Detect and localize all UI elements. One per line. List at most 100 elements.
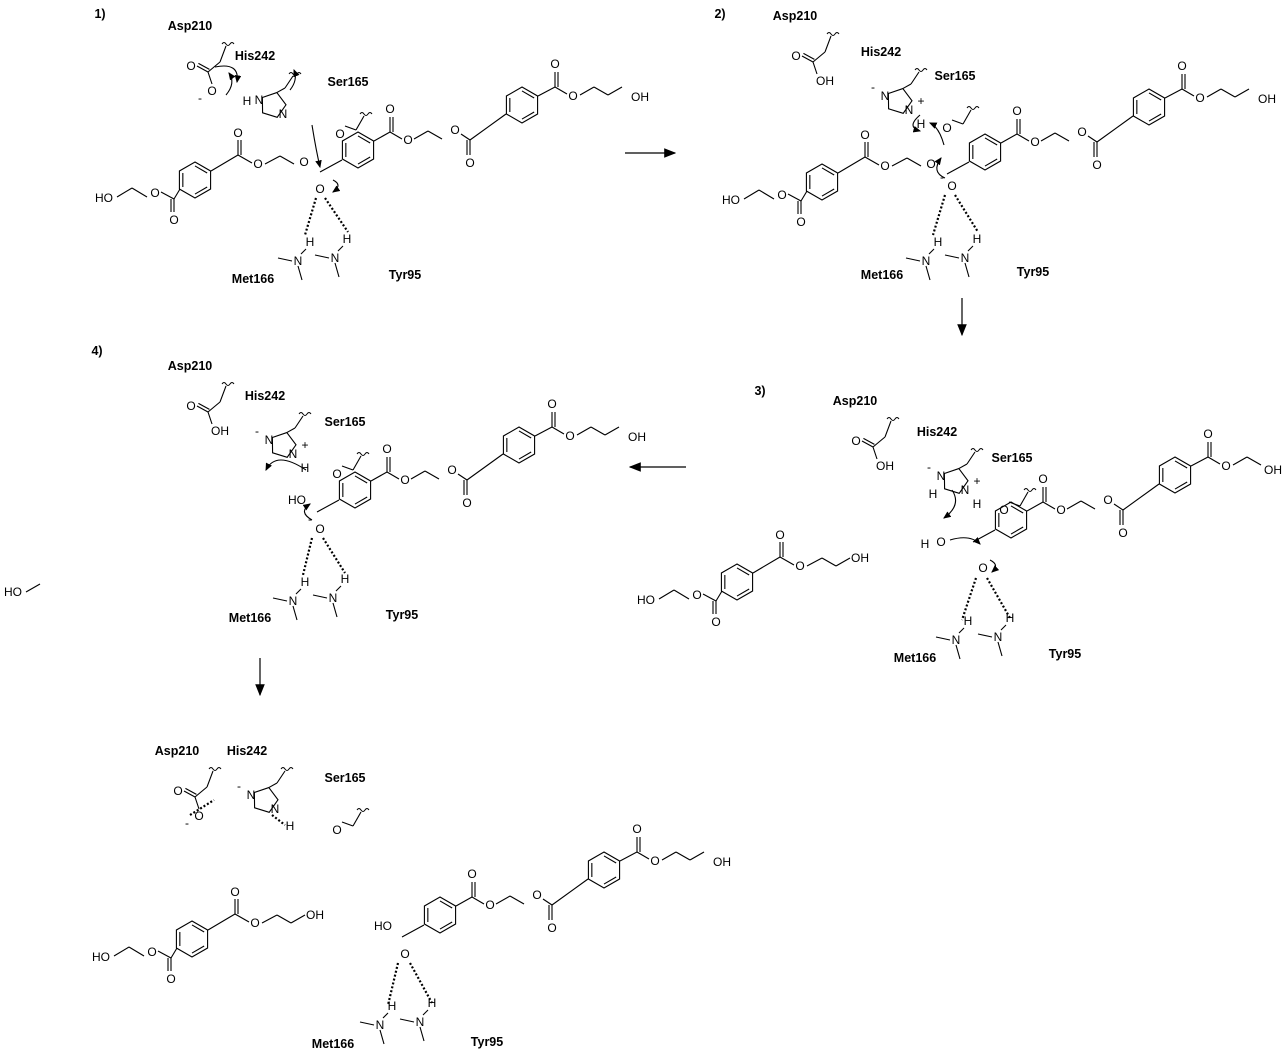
atom-label: O: [1177, 59, 1186, 73]
bond: [1190, 456, 1209, 467]
bond: [1113, 503, 1124, 511]
bond: [297, 265, 303, 281]
ser-o: O: [999, 503, 1008, 517]
bond: [419, 1026, 425, 1042]
atom-label: O: [230, 885, 239, 899]
atom-label: O: [547, 921, 556, 935]
bond: [758, 189, 775, 200]
hydrogen-bond: [303, 197, 318, 236]
bond: [1207, 456, 1221, 465]
bond: [292, 605, 298, 621]
bond: [379, 1029, 385, 1045]
bond: [401, 924, 425, 938]
bond: [658, 589, 675, 600]
atom-label: O: [851, 434, 860, 448]
electron-push-arrow: [225, 72, 236, 96]
residue-label-ser165: Ser165: [324, 771, 365, 785]
bond: [576, 426, 592, 436]
bond: [279, 155, 295, 165]
oxyanion-o: O: [947, 179, 956, 193]
aromatic-bond: [603, 855, 617, 864]
bond: [1000, 624, 1007, 631]
bond: [410, 470, 426, 480]
bond: [551, 426, 565, 435]
residue-label-tyr: Tyr95: [386, 608, 418, 622]
tyr-n: N: [331, 251, 340, 265]
met-h: H: [388, 999, 397, 1013]
ser-h: H: [286, 819, 295, 833]
met-h: H: [934, 235, 943, 249]
bond: [334, 262, 340, 278]
bond: [534, 426, 553, 437]
bond: [341, 465, 354, 471]
atom-label: O: [400, 473, 409, 487]
electron-push-arrow: [928, 122, 945, 146]
residue-label-tyr: Tyr95: [1017, 265, 1049, 279]
bond: [272, 597, 288, 602]
atom-label: O: [650, 854, 659, 868]
bond: [619, 851, 638, 862]
residue-label-ser165: Ser165: [324, 415, 365, 429]
bond: [427, 130, 443, 140]
residue-label-his242: His242: [917, 425, 957, 439]
wavy-bond: [356, 452, 370, 456]
aromatic-bond: [194, 165, 208, 174]
bond: [542, 898, 553, 906]
bond: [261, 914, 278, 924]
bond: [206, 770, 214, 788]
bond: [277, 257, 293, 262]
atom-label: O: [207, 84, 216, 98]
residue-label-tyr: Tyr95: [389, 268, 421, 282]
his-h: H: [301, 461, 310, 475]
atom-label: O: [1077, 125, 1086, 139]
bond: [300, 248, 307, 255]
benzene-ring: [341, 131, 375, 169]
bond: [207, 913, 236, 931]
charge-minus: -: [927, 460, 931, 474]
atom-label: O: [532, 888, 541, 902]
bond: [1246, 456, 1262, 466]
bond: [219, 45, 227, 63]
bond: [661, 851, 677, 861]
bond: [958, 627, 965, 634]
bond: [210, 154, 239, 172]
ser-o: O: [335, 127, 344, 141]
bond: [1234, 88, 1250, 98]
electron-push-arrow: [311, 124, 322, 169]
bond: [673, 589, 690, 600]
hydrogen-bond: [322, 537, 346, 574]
bond: [689, 851, 705, 861]
bond: [509, 895, 525, 905]
bond: [194, 796, 200, 810]
met-h: H: [964, 614, 973, 628]
aromatic-bond: [521, 111, 535, 120]
atom-label: O: [169, 213, 178, 227]
benzene-ring: [505, 86, 539, 124]
imidazole-ring: [887, 87, 913, 114]
carboxylic-acid-oh: HO: [374, 919, 392, 933]
bond: [131, 187, 148, 198]
bond: [1000, 133, 1018, 144]
wavy-bond: [221, 42, 235, 46]
his-n1: N: [937, 469, 946, 483]
carbonyl-o: O: [400, 947, 409, 961]
hydrogen-bond: [960, 577, 978, 621]
bond: [743, 189, 760, 200]
electron-push-arrow: [934, 157, 946, 179]
bond: [636, 851, 650, 860]
residue-label-asp210: Asp210: [168, 359, 213, 373]
met-n: N: [922, 254, 931, 268]
benzene-ring: [587, 851, 621, 889]
bond: [128, 946, 145, 957]
aromatic-bond: [821, 188, 835, 197]
wavy-bond: [356, 808, 370, 812]
tyr-n: N: [961, 251, 970, 265]
double-bond: [185, 787, 197, 795]
bond: [812, 61, 818, 75]
atom-label: HO: [637, 593, 655, 607]
double-bond: [863, 437, 875, 445]
residue-label-met: Met166: [232, 272, 274, 286]
bond: [219, 385, 227, 403]
bond: [806, 557, 823, 567]
aromatic-bond: [521, 90, 535, 99]
